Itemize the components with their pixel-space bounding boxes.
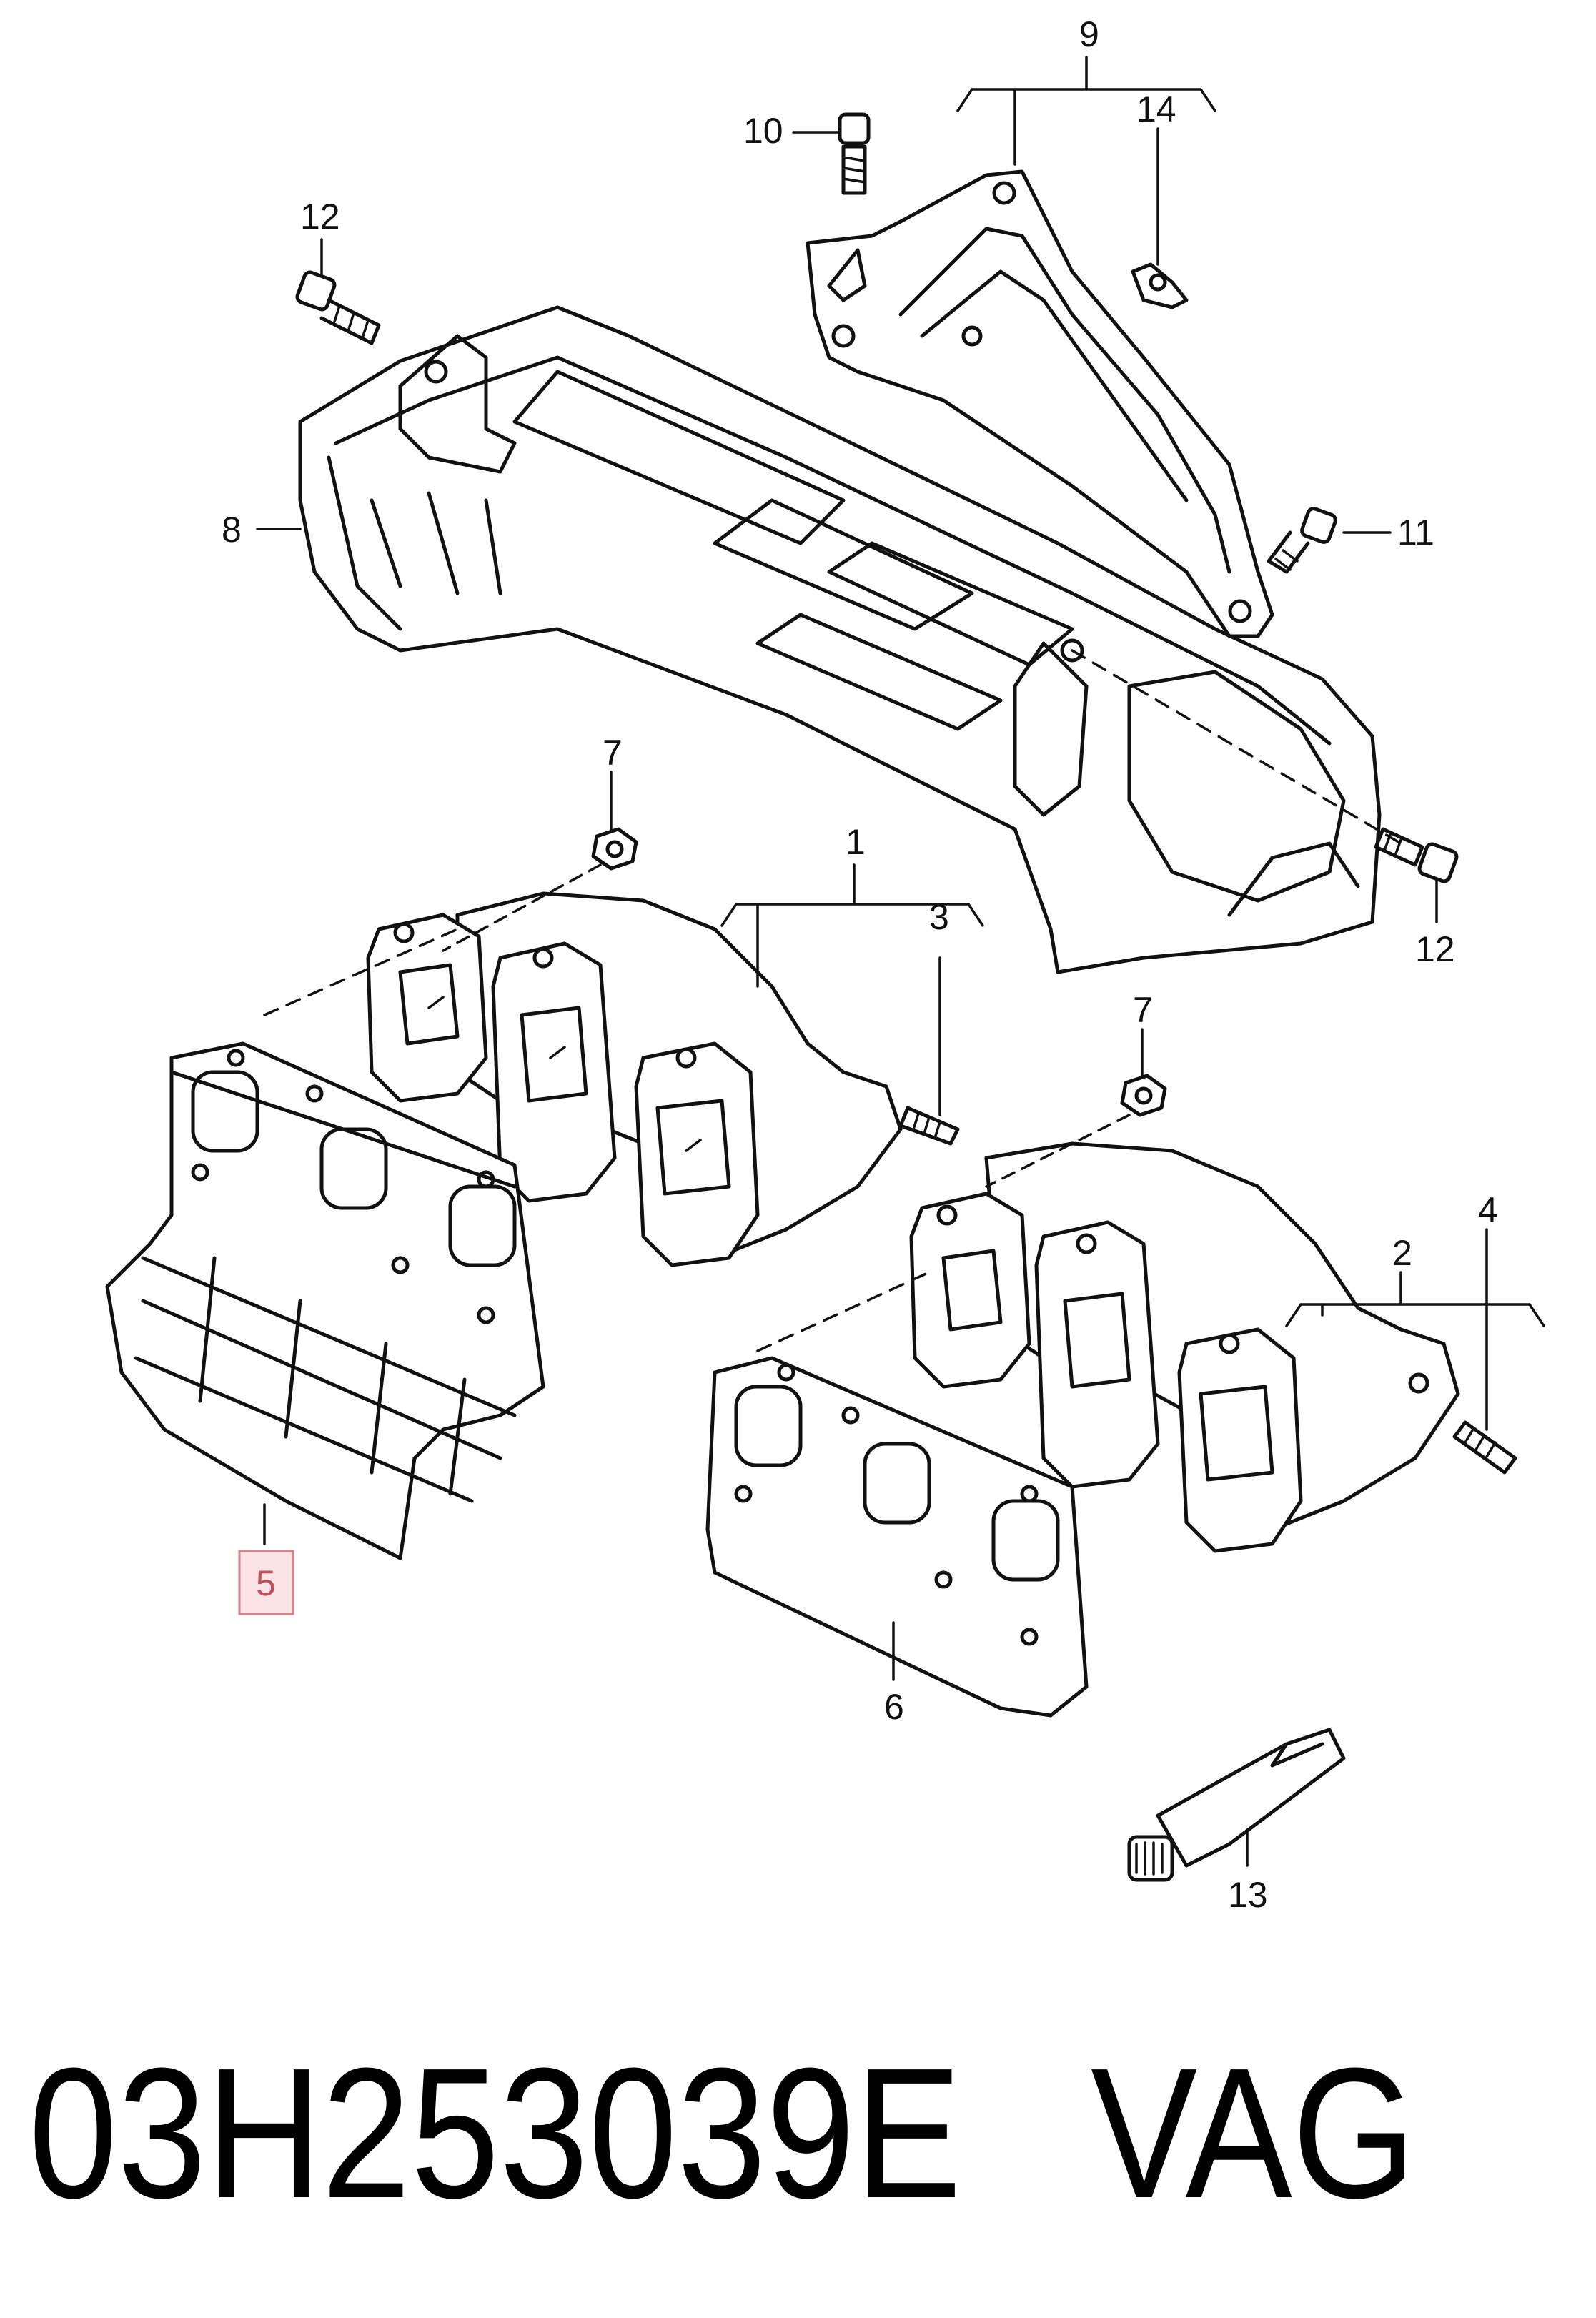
heat-shield-part-8 <box>298 305 1402 974</box>
nut-part-7-left <box>591 827 638 871</box>
callout-2: 2 <box>1392 1233 1412 1273</box>
gasket-part-6 <box>705 1356 1089 1718</box>
callout-12-top: 12 <box>300 197 340 237</box>
callout-9: 9 <box>1079 14 1099 54</box>
clip-part-14 <box>1131 262 1189 309</box>
callout-11: 11 <box>1397 512 1434 553</box>
callout-13: 13 <box>1228 1875 1268 1915</box>
sealant-tube-part-13 <box>1127 1728 1346 1882</box>
callout-1: 1 <box>846 822 866 862</box>
stud-part-3 <box>898 1106 960 1146</box>
brand-name: VAG <box>1091 2030 1417 2237</box>
bolt-part-12-right <box>1374 827 1459 883</box>
exhaust-manifold-part-1 <box>366 891 903 1267</box>
callout-6: 6 <box>884 1687 904 1727</box>
callout-7-left: 7 <box>603 733 623 773</box>
exhaust-manifold-part-2 <box>909 1141 1460 1553</box>
bolt-part-12-top <box>295 270 381 345</box>
callout-8: 8 <box>222 510 242 550</box>
part-number: 03H253039E <box>29 2030 962 2237</box>
bolt-part-10 <box>838 112 871 195</box>
gasket-part-5 <box>105 1041 545 1560</box>
leader-lines <box>256 56 1545 1867</box>
bolt-part-11 <box>1267 507 1337 574</box>
callout-14: 14 <box>1136 89 1176 129</box>
callout-labels: 9 14 10 12 11 8 12 7 1 3 7 2 4 5 6 13 <box>222 14 1498 1915</box>
callout-3: 3 <box>929 897 949 937</box>
stud-part-4 <box>1452 1420 1517 1475</box>
callout-5-highlight <box>238 1550 294 1615</box>
callout-5: 5 <box>256 1563 276 1603</box>
callout-10: 10 <box>743 111 783 151</box>
callout-4: 4 <box>1478 1190 1498 1230</box>
callout-12-right: 12 <box>1415 929 1455 969</box>
nut-part-7-right <box>1120 1074 1167 1117</box>
bracket-part-9 <box>806 169 1274 638</box>
callout-7-right: 7 <box>1133 990 1153 1030</box>
